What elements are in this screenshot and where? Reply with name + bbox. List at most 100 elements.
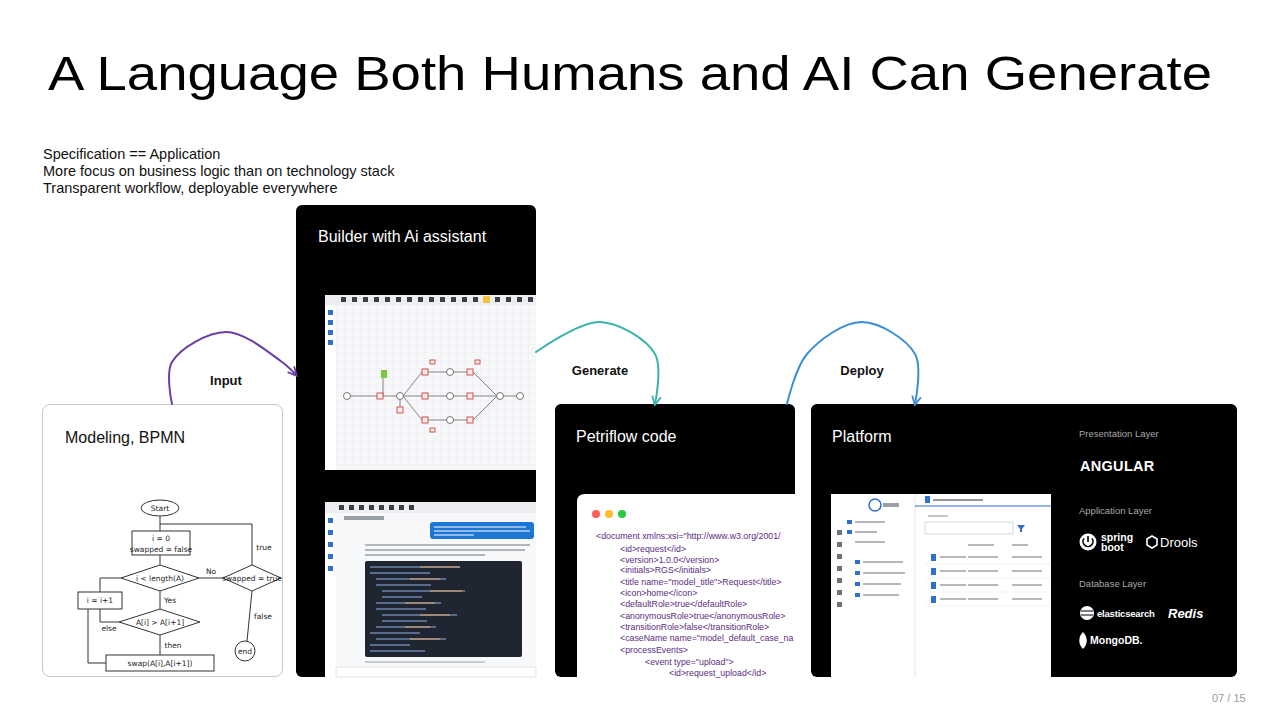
editor-screenshot bbox=[377, 360, 480, 432]
assistant-screenshot bbox=[434, 527, 530, 535]
editor-screenshot bbox=[517, 393, 524, 400]
tech-name: Drools bbox=[1160, 535, 1198, 550]
layer-heading: Database Layer bbox=[1079, 578, 1146, 589]
layer-heading: Presentation Layer bbox=[1079, 428, 1159, 439]
modeling-box: Modeling, BPMN bbox=[42, 404, 283, 677]
editor-screenshot bbox=[483, 296, 490, 303]
flowchart-sketch bbox=[141, 500, 179, 516]
platform-screenshot bbox=[931, 554, 936, 603]
flow-arrow bbox=[536, 322, 658, 404]
editor-screenshot bbox=[422, 393, 428, 399]
editor-screenshot bbox=[467, 369, 473, 375]
editor-screenshot bbox=[475, 360, 480, 364]
platform-screenshot bbox=[915, 506, 1051, 507]
builder-box: Builder with Ai assistant bbox=[296, 205, 536, 677]
subtitle-line: Specification == Application bbox=[43, 146, 220, 162]
editor-screenshot bbox=[397, 407, 403, 413]
box-heading: Modeling, BPMN bbox=[65, 429, 185, 447]
tech-logos bbox=[1147, 536, 1157, 548]
box-heading: Petriflow code bbox=[576, 428, 677, 446]
platform-screenshot bbox=[847, 520, 860, 597]
editor-screenshot bbox=[377, 393, 383, 399]
flowchart-sketch bbox=[223, 565, 281, 591]
platform-screenshot bbox=[915, 494, 916, 677]
assistant-screenshot bbox=[405, 567, 465, 639]
editor-screenshot bbox=[325, 295, 536, 470]
editor-screenshot bbox=[381, 370, 387, 378]
platform-screenshot bbox=[883, 503, 899, 507]
platform-screenshot bbox=[928, 515, 948, 516]
editor-screenshot bbox=[325, 305, 336, 470]
platform-screenshot bbox=[968, 544, 1028, 545]
assistant-screenshot bbox=[365, 561, 522, 657]
assistant-screenshot bbox=[325, 502, 536, 513]
editor-screenshot bbox=[430, 360, 435, 364]
flowchart-sketch bbox=[160, 524, 252, 565]
assistant-screenshot bbox=[325, 502, 536, 677]
code-box: Petriflow code bbox=[555, 404, 795, 677]
assistant-screenshot bbox=[336, 667, 536, 677]
platform-box: Platform Presentation LayerANGULAR Applica… bbox=[811, 404, 1237, 677]
editor-screenshot bbox=[336, 305, 536, 470]
editor-screenshot bbox=[447, 369, 454, 376]
editor-screenshot bbox=[430, 428, 435, 432]
editor-screenshot bbox=[325, 295, 536, 305]
flowchart-sketch bbox=[160, 591, 161, 609]
tech-name: ANGULAR bbox=[1080, 458, 1155, 474]
editor-screenshot bbox=[497, 393, 504, 400]
platform-screenshot bbox=[1017, 525, 1025, 532]
code-panel bbox=[577, 494, 795, 677]
subtitle-line: Transparent workflow, deployable everywh… bbox=[43, 180, 337, 196]
subtitle-line: More focus on business logic than on tec… bbox=[43, 163, 394, 179]
code-panel bbox=[605, 510, 613, 518]
platform-screenshot bbox=[831, 494, 1051, 677]
layer-heading: Application Layer bbox=[1079, 505, 1152, 516]
flowchart-sketch bbox=[235, 641, 255, 661]
platform-screenshot bbox=[855, 522, 905, 595]
editor-screenshot bbox=[422, 369, 428, 375]
flowchart-sketch bbox=[119, 609, 200, 635]
tech-logos bbox=[1080, 534, 1097, 551]
flowchart-sketch bbox=[106, 655, 214, 671]
box-heading: Builder with Ai assistant bbox=[318, 228, 486, 246]
editor-screenshot bbox=[344, 393, 351, 400]
platform-screenshot bbox=[940, 557, 1042, 599]
flowchart-sketch bbox=[78, 500, 281, 671]
platform-screenshot bbox=[933, 499, 983, 501]
editor-screenshot bbox=[467, 393, 473, 399]
assistant-screenshot bbox=[370, 567, 462, 651]
assistant-screenshot bbox=[344, 516, 384, 520]
assistant-screenshot bbox=[365, 545, 530, 555]
platform-screenshot bbox=[831, 494, 1051, 677]
editor-screenshot bbox=[422, 417, 428, 423]
editor-screenshot bbox=[341, 297, 533, 302]
code-panel bbox=[618, 510, 626, 518]
assistant-screenshot bbox=[365, 661, 485, 662]
assistant-screenshot bbox=[325, 513, 336, 677]
flowchart-sketch bbox=[88, 609, 106, 663]
assistant-screenshot bbox=[328, 518, 333, 571]
code-panel bbox=[577, 494, 795, 677]
flowchart-sketch bbox=[100, 578, 121, 592]
flowchart-sketch bbox=[100, 609, 119, 622]
tech-name: MongoDB. bbox=[1090, 634, 1143, 646]
flowchart-sketch bbox=[121, 565, 199, 591]
assistant-screenshot bbox=[430, 522, 534, 539]
tech-name: elasticsearch bbox=[1097, 608, 1155, 619]
tech-logos bbox=[1083, 536, 1093, 546]
tech-logos bbox=[1079, 632, 1087, 649]
editor-screenshot bbox=[344, 369, 524, 424]
platform-screenshot bbox=[925, 496, 930, 503]
assistant-screenshot bbox=[339, 505, 414, 510]
tech-name: spring boot bbox=[1101, 532, 1135, 552]
editor-screenshot bbox=[328, 310, 333, 345]
code-panel bbox=[592, 510, 600, 518]
platform-screenshot bbox=[925, 564, 1051, 606]
slide-title: A Language Both Humans and AI Can Genera… bbox=[48, 46, 1212, 101]
tech-logos bbox=[1081, 611, 1093, 615]
editor-screenshot bbox=[397, 393, 404, 400]
flowchart-sketch bbox=[132, 531, 190, 555]
page-number: 07 / 15 bbox=[1212, 692, 1246, 704]
box-heading: Platform bbox=[832, 428, 892, 446]
